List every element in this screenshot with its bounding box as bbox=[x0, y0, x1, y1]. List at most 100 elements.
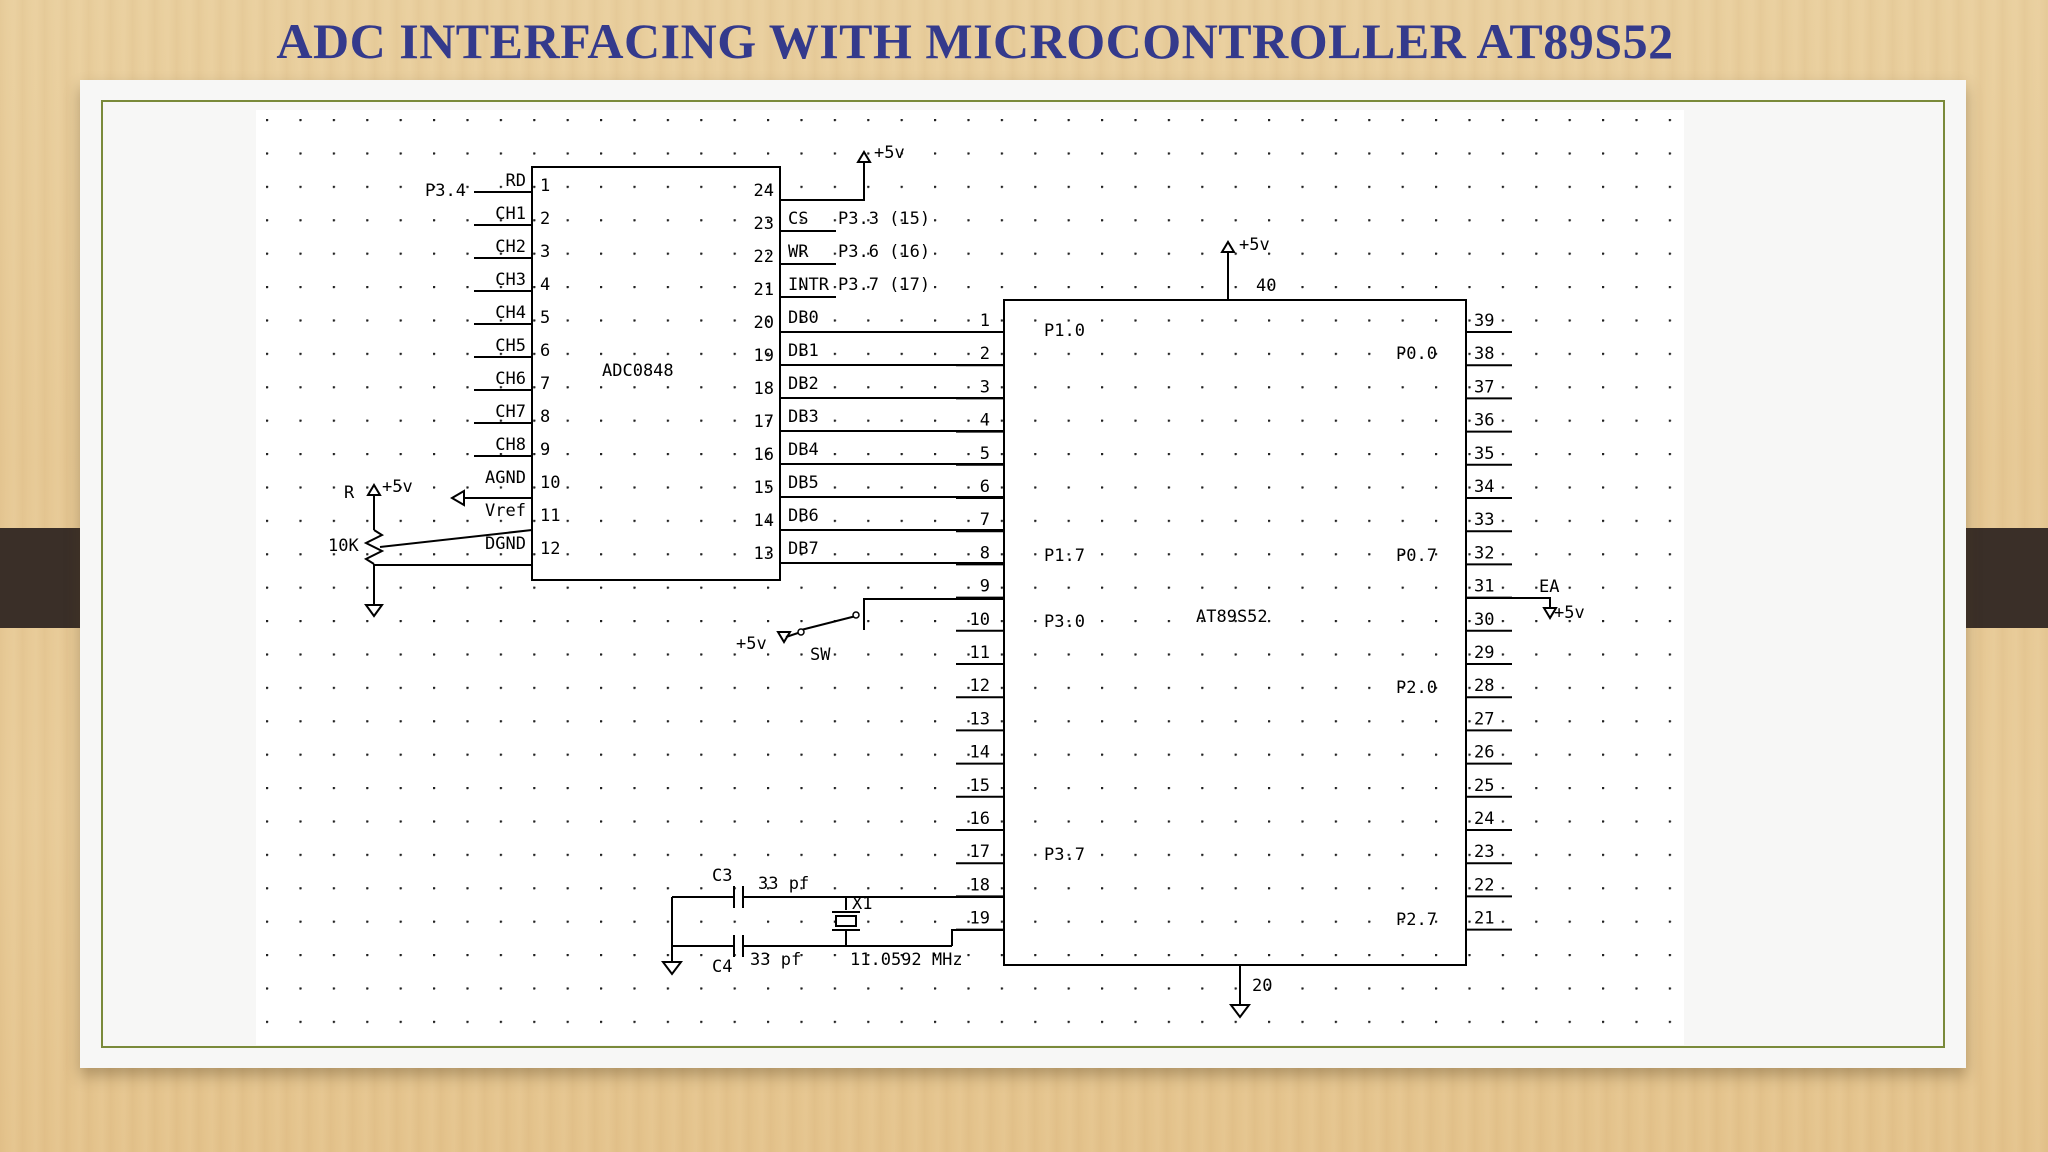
grid-dots bbox=[256, 110, 1684, 1045]
mcu-left-pin-number: 3 bbox=[980, 377, 990, 397]
adc-left-pin-label: CH2 bbox=[495, 237, 526, 257]
adc-left-pin-label: CH8 bbox=[495, 435, 526, 455]
mcu-right-pin-number: 24 bbox=[1474, 809, 1494, 829]
adc-left-pin-label: DGND bbox=[485, 534, 526, 554]
mcu-label-p0-7: P0.7 bbox=[1396, 546, 1437, 566]
adc-right-pin-label: DB2 bbox=[788, 374, 819, 394]
adc-chip-body bbox=[531, 166, 781, 581]
mcu-chip-name: AT89S52 bbox=[1196, 607, 1268, 627]
adc-left-pin-label: CH7 bbox=[495, 402, 526, 422]
vref-wire bbox=[379, 529, 533, 548]
pot-resistor bbox=[363, 529, 385, 565]
adc-right-pin-number: 19 bbox=[754, 346, 774, 366]
mcu-left-pin-number: 17 bbox=[970, 842, 990, 862]
adc-right-pin-label: INTR bbox=[788, 275, 830, 295]
slide-card-border bbox=[101, 100, 1945, 1048]
adc-right-pin-label: DB1 bbox=[788, 341, 819, 361]
mcu-left-pin-number: 2 bbox=[980, 344, 990, 364]
adc-left-pin-number: 8 bbox=[540, 407, 550, 427]
adc-pin-labels: 1RDP3.42CH13CH24CH35CH46CH57CH68CH79CH81… bbox=[425, 171, 930, 564]
adc-left-pin-number: 11 bbox=[540, 506, 560, 526]
mcu-label-p3-7: P3.7 bbox=[1044, 845, 1085, 865]
mcu-pin-40-label: 40 bbox=[1256, 276, 1276, 296]
adc-left-pin-label: CH1 bbox=[495, 204, 526, 224]
adc-left-pin-number: 1 bbox=[540, 176, 550, 196]
adc-right-pin-number: 22 bbox=[754, 247, 774, 267]
adc-vcc-arrow bbox=[856, 150, 872, 163]
mcu-left-pin-number: 5 bbox=[980, 444, 990, 464]
adc-right-pin-number: 21 bbox=[754, 280, 774, 300]
adc-right-pin-label: DB6 bbox=[788, 506, 819, 526]
adc-right-pin-label: WR bbox=[788, 242, 809, 262]
adc-right-pin-number: 20 bbox=[754, 313, 774, 333]
mcu-right-pin-number: 38 bbox=[1474, 344, 1494, 364]
mcu-right-pin-number: 25 bbox=[1474, 776, 1494, 796]
adc-left-pin-number: 5 bbox=[540, 308, 550, 328]
mcu-pin-20-label: 20 bbox=[1252, 976, 1272, 996]
mcu-right-pin-number: 32 bbox=[1474, 543, 1494, 563]
switch-blade bbox=[800, 615, 857, 631]
adc-right-pin-number: 23 bbox=[754, 214, 774, 234]
mcu-right-pin-number: 37 bbox=[1474, 377, 1494, 397]
pot-ground-icon bbox=[364, 604, 384, 618]
mcu-right-pin-number: 26 bbox=[1474, 743, 1494, 763]
adc-left-pin-number: 3 bbox=[540, 242, 550, 262]
mcu-right-pin-number: 23 bbox=[1474, 842, 1494, 862]
switch-label: SW bbox=[810, 645, 831, 665]
crystal-ref-label: X1 bbox=[852, 894, 872, 914]
mcu-label-p3-0: P3.0 bbox=[1044, 612, 1085, 632]
adc-vcc-wire bbox=[780, 162, 865, 201]
pot-ref-label: R bbox=[344, 483, 355, 503]
ea-vcc-label: +5v bbox=[1554, 603, 1585, 623]
adc-right-pin-number: 16 bbox=[754, 445, 774, 465]
mcu-vcc-label: +5v bbox=[1239, 235, 1270, 255]
mcu-right-pin-number: 29 bbox=[1474, 643, 1494, 663]
adc-left-pin-label: RD bbox=[506, 171, 526, 191]
mcu-left-pin-number: 8 bbox=[980, 543, 990, 563]
ea-vcc-arrow bbox=[1542, 607, 1558, 620]
adc-left-pin-label: CH5 bbox=[495, 336, 526, 356]
mcu-right-pin-number: 31 bbox=[1474, 577, 1494, 597]
mcu-left-pin-number: 16 bbox=[970, 809, 990, 829]
mcu-right-pin-number: 28 bbox=[1474, 676, 1494, 696]
adc-left-pin-label: CH3 bbox=[495, 270, 526, 290]
adc-right-pin-label: DB0 bbox=[788, 308, 819, 328]
c3-ref-label: C3 bbox=[712, 866, 732, 886]
switch-contact-b bbox=[852, 611, 860, 619]
adc-chip-name: ADC0848 bbox=[602, 361, 674, 381]
adc-right-pin-number: 13 bbox=[754, 544, 774, 564]
adc-right-pin-label: DB5 bbox=[788, 473, 819, 493]
mcu-right-pin-number: 27 bbox=[1474, 709, 1494, 729]
adc-left-pin-number: 10 bbox=[540, 473, 560, 493]
adc-pin-lines bbox=[474, 191, 836, 457]
switch-contact-a bbox=[797, 628, 805, 636]
mcu-label-p1-7: P1.7 bbox=[1044, 546, 1085, 566]
c3-value-label: 33 pf bbox=[758, 874, 809, 894]
mcu-label-p1-0: P1.0 bbox=[1044, 321, 1085, 341]
c4-ref-label: C4 bbox=[712, 957, 732, 977]
adc-left-pin-number: 4 bbox=[540, 275, 550, 295]
adc-left-pin-number: 9 bbox=[540, 440, 550, 460]
mcu-left-pin-number: 1 bbox=[980, 311, 990, 331]
switch-vcc-arrow bbox=[776, 631, 792, 644]
adc-right-pin-external: P3.6 (16) bbox=[838, 242, 930, 262]
c4-value-label: 33 pf bbox=[750, 950, 801, 970]
mcu-left-pin-number: 9 bbox=[980, 577, 990, 597]
adc-right-pin-number: 18 bbox=[754, 379, 774, 399]
mcu-left-pin-number: 10 bbox=[970, 610, 990, 630]
adc-right-pin-number: 17 bbox=[754, 412, 774, 432]
pot-vcc-label: +5v bbox=[382, 477, 413, 497]
crystal-body bbox=[835, 915, 857, 927]
mcu-left-pin-number: 4 bbox=[980, 411, 990, 431]
adc-right-pin-label: DB7 bbox=[788, 539, 819, 559]
mcu-right-pin-number: 39 bbox=[1474, 311, 1494, 331]
switch-vcc-label: +5v bbox=[736, 634, 767, 654]
mcu-ground-icon bbox=[1229, 1004, 1251, 1019]
mcu-label-p2-7: P2.7 bbox=[1396, 910, 1437, 930]
adc-right-pin-label: CS bbox=[788, 209, 808, 229]
mcu-right-pin-number: 35 bbox=[1474, 444, 1494, 464]
mcu-right-pin-number: 36 bbox=[1474, 411, 1494, 431]
mcu-left-pin-number: 7 bbox=[980, 510, 990, 530]
mcu-right-pin-number: 34 bbox=[1474, 477, 1494, 497]
